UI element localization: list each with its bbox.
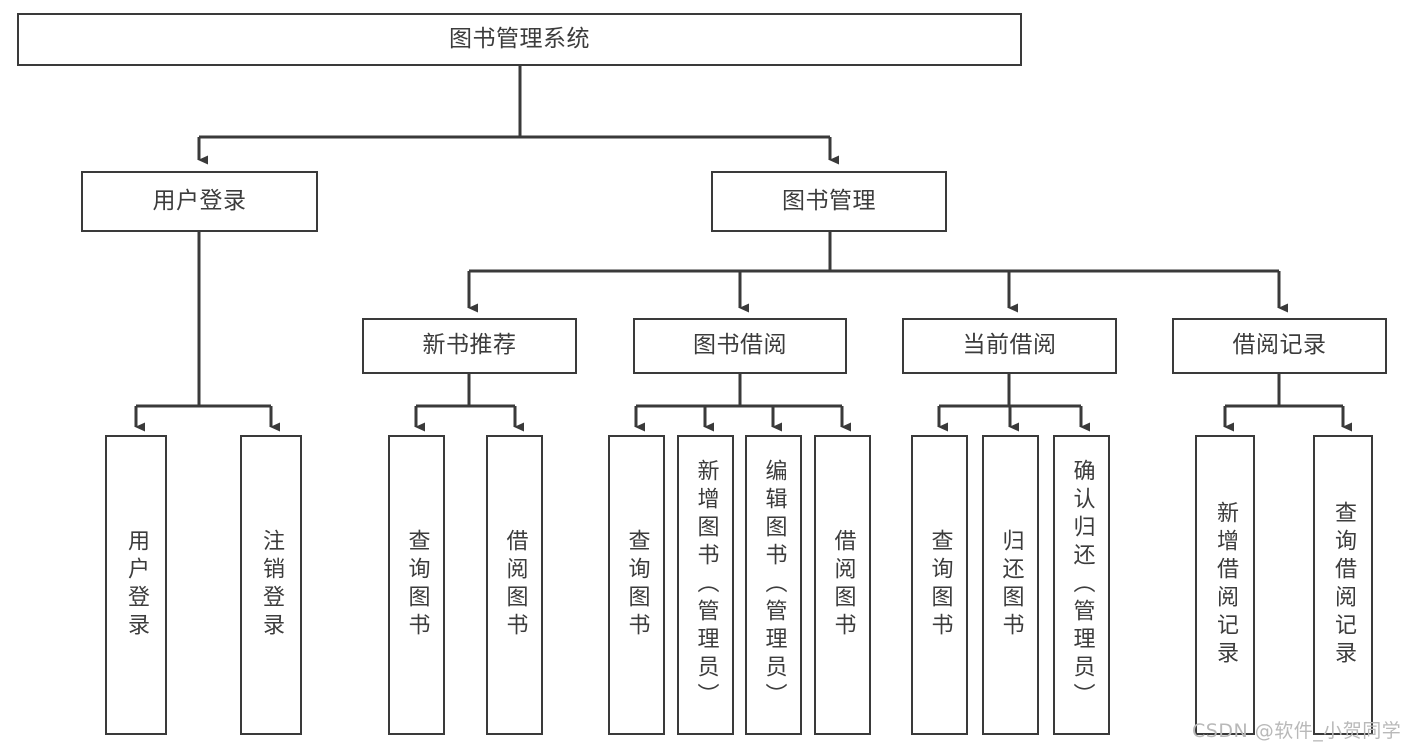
node-leaf-return-book-label: 归还图书 xyxy=(998,529,1024,641)
node-leaf-edit-book-label: 编辑图书（管理员） xyxy=(761,459,787,711)
node-root-label: 图书管理系统 xyxy=(449,25,590,52)
node-leaf-add-record-label: 新增借阅记录 xyxy=(1213,501,1238,669)
node-leaf-query-record[interactable]: 查询借阅记录 xyxy=(1313,435,1373,735)
node-user-login-label: 用户登录 xyxy=(152,187,247,214)
node-leaf-user-logout[interactable]: 注销登录 xyxy=(240,435,302,735)
node-current-borrow[interactable]: 当前借阅 xyxy=(902,318,1117,374)
node-leaf-return-book[interactable]: 归还图书 xyxy=(982,435,1039,735)
node-leaf-confirm-return[interactable]: 确认归还（管理员） xyxy=(1053,435,1110,735)
node-borrow-record[interactable]: 借阅记录 xyxy=(1172,318,1387,374)
node-current-borrow-label: 当前借阅 xyxy=(962,332,1057,359)
node-new-book-recommend[interactable]: 新书推荐 xyxy=(362,318,577,374)
node-leaf-query-book-1-label: 查询图书 xyxy=(404,529,430,641)
node-leaf-user-login[interactable]: 用户登录 xyxy=(105,435,167,735)
watermark-csdn: CSDN @软件_小贺同学 xyxy=(1192,720,1402,742)
node-book-management-label: 图书管理 xyxy=(782,187,876,214)
node-user-login[interactable]: 用户登录 xyxy=(81,171,318,232)
node-leaf-confirm-return-label: 确认归还（管理员） xyxy=(1069,459,1095,711)
node-leaf-query-book-1[interactable]: 查询图书 xyxy=(388,435,445,735)
node-new-book-recommend-label: 新书推荐 xyxy=(422,332,517,359)
node-book-borrow[interactable]: 图书借阅 xyxy=(633,318,847,374)
node-leaf-query-book-2[interactable]: 查询图书 xyxy=(608,435,665,735)
node-leaf-user-logout-label: 注销登录 xyxy=(259,529,284,641)
node-leaf-query-record-label: 查询借阅记录 xyxy=(1331,501,1356,669)
node-leaf-edit-book[interactable]: 编辑图书（管理员） xyxy=(745,435,802,735)
node-leaf-user-login-label: 用户登录 xyxy=(124,529,149,641)
node-book-management[interactable]: 图书管理 xyxy=(711,171,947,232)
node-book-borrow-label: 图书借阅 xyxy=(693,332,787,359)
node-leaf-borrow-book-1[interactable]: 借阅图书 xyxy=(486,435,543,735)
node-leaf-add-book-label: 新增图书（管理员） xyxy=(693,459,719,711)
node-leaf-borrow-book-1-label: 借阅图书 xyxy=(502,529,528,641)
node-borrow-record-label: 借阅记录 xyxy=(1232,332,1327,359)
node-root[interactable]: 图书管理系统 xyxy=(17,13,1022,66)
node-leaf-borrow-book-2[interactable]: 借阅图书 xyxy=(814,435,871,735)
node-leaf-borrow-book-2-label: 借阅图书 xyxy=(830,529,856,641)
node-leaf-add-book[interactable]: 新增图书（管理员） xyxy=(677,435,734,735)
node-leaf-query-book-3-label: 查询图书 xyxy=(927,529,953,641)
node-leaf-add-record[interactable]: 新增借阅记录 xyxy=(1195,435,1255,735)
node-leaf-query-book-2-label: 查询图书 xyxy=(624,529,650,641)
node-leaf-query-book-3[interactable]: 查询图书 xyxy=(911,435,968,735)
